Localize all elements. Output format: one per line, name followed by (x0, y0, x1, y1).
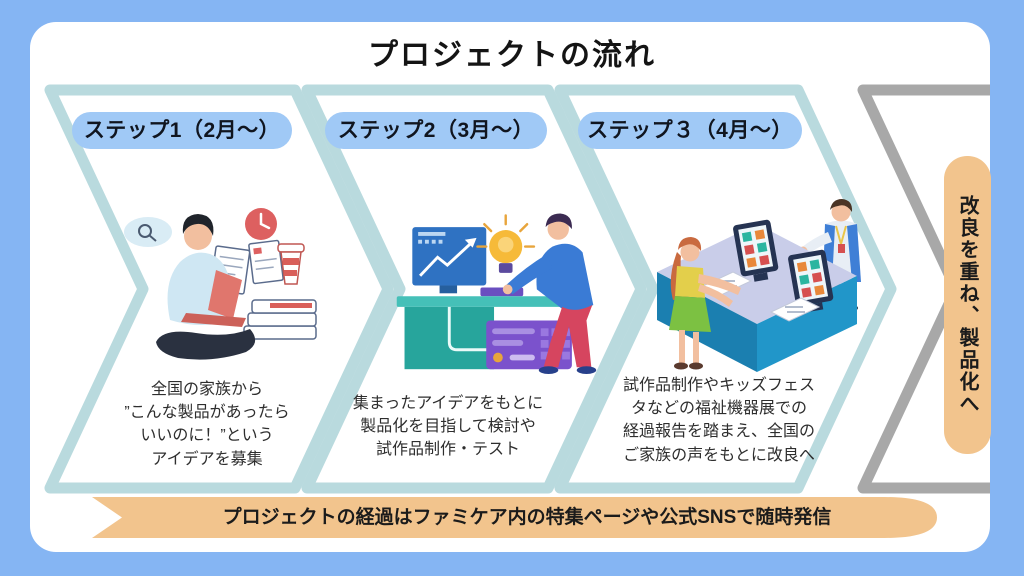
clock-icon (245, 208, 277, 240)
books-stack-icon (243, 299, 317, 340)
step2-description: 集まったアイデアをもとに 製品化を目指して検討や 試作品制作・テスト (352, 395, 544, 459)
coffee-cup-icon (277, 243, 305, 285)
person-laptop (156, 214, 256, 360)
outcome-label: 改良を重ね、製品化へ (956, 195, 978, 415)
step2-illustration (396, 213, 597, 375)
step3-illustration (657, 199, 861, 372)
desk (396, 287, 563, 370)
person-hair (545, 213, 572, 230)
laptop-screen-icon (208, 270, 242, 319)
person-standing (502, 213, 597, 375)
step3-label-pill: ステップ３（4月〜） (578, 112, 802, 149)
person-hair (830, 199, 853, 212)
step3-description: 試作品制作やキッズフェス タなどの福祉機器展での 経過報告を踏まえ、全国の ご家… (622, 377, 815, 464)
person-head (547, 218, 569, 240)
chevron-step2 (301, 84, 647, 494)
step2-label-pill: ステップ2（3月〜） (325, 112, 547, 149)
person-hair (678, 237, 702, 251)
step1-description: 全国の家族から ”こんな製品があったら いいのに！”という アイデアを募集 (124, 381, 290, 468)
visitor-person (669, 237, 741, 370)
search-bubble-icon (124, 217, 172, 247)
person-head (680, 242, 700, 262)
footer-banner-text: プロジェクトの経過はファミケア内の特集ページや公式SNSで随時発信 (222, 507, 832, 528)
banner-ribbon-shape (92, 497, 937, 538)
footer-banner: プロジェクトの経過はファミケア内の特集ページや公式SNSで随時発信 (92, 497, 937, 538)
monitor-chart-icon (412, 227, 487, 294)
outcome-pill: 改良を重ね、製品化へ (944, 156, 991, 454)
step1-illustration (124, 208, 317, 360)
page-title: プロジェクトの流れ (368, 39, 656, 72)
person-hair (182, 214, 214, 236)
person-head (184, 222, 212, 250)
laptop-base-icon (181, 313, 246, 327)
tablet-display-icon (733, 219, 779, 282)
person-head (831, 202, 851, 222)
step1-label-pill: ステップ1（2月〜） (72, 112, 292, 149)
lightbulb-icon (476, 214, 536, 273)
